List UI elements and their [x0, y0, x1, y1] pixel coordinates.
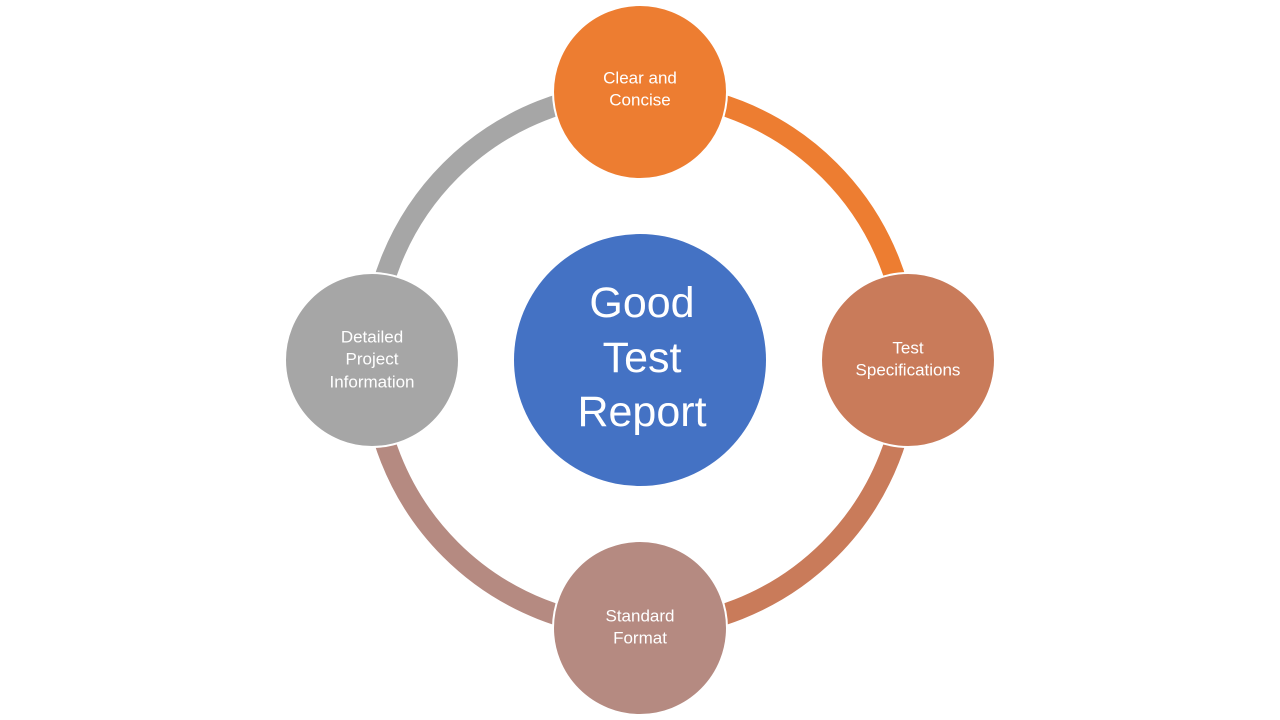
node-circle-detailed-project-information: [284, 272, 460, 448]
node-circle-standard-format: [552, 540, 728, 716]
center-circle-good-test-report: [514, 234, 766, 486]
node-circle-clear-and-concise: [552, 4, 728, 180]
node-circle-test-specifications: [820, 272, 996, 448]
